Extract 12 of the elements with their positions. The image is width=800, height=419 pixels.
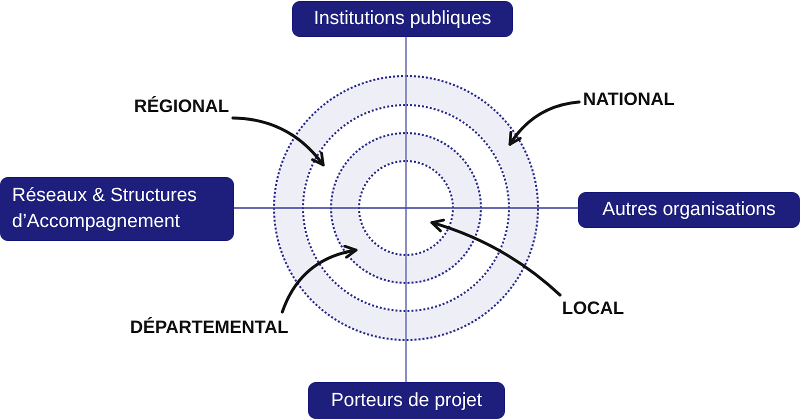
level-label: RÉGIONAL (134, 95, 230, 117)
curved-arrow (280, 245, 358, 314)
level-label: NATIONAL (583, 88, 675, 110)
level-label: DÉPARTEMENTAL (130, 316, 288, 338)
category-label: Porteurs de projet (308, 382, 505, 419)
level-label: LOCAL (562, 297, 624, 319)
curved-arrow (508, 100, 580, 146)
category-label: Autres organisations (578, 192, 800, 228)
curved-arrow (430, 218, 562, 296)
category-label: Institutions publiques (292, 1, 513, 37)
curved-arrow (232, 116, 325, 166)
category-label: Réseaux & Structures d’Accompagnement (0, 177, 234, 241)
